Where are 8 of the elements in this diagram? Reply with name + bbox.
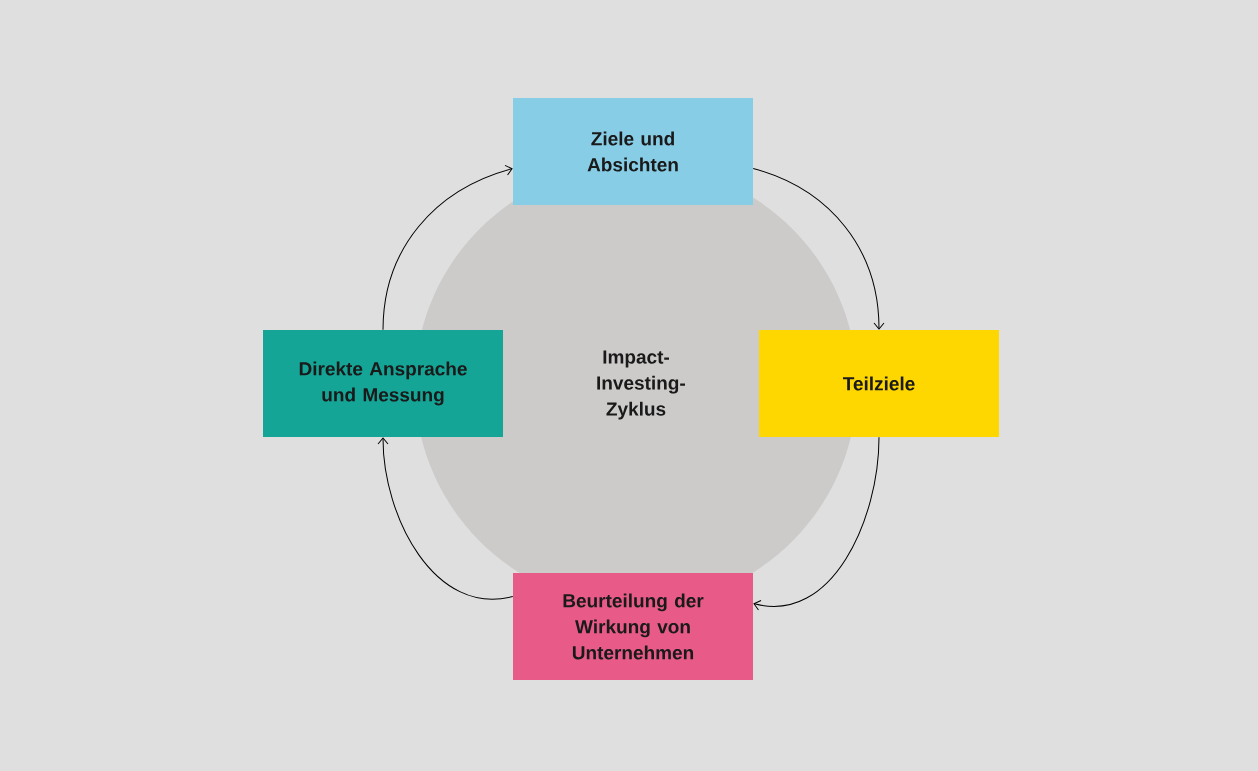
arrow (382, 164, 513, 331)
process-box: Beurteilung der Wirkung von Unternehmen (513, 573, 753, 680)
process-box: Teilziele (759, 330, 999, 437)
process-box: Direkte Ansprache und Messung (263, 330, 503, 437)
arrow (377, 437, 514, 600)
arrow (753, 436, 880, 611)
process-box: Ziele und Absichten (513, 98, 753, 205)
arrow (752, 168, 885, 330)
